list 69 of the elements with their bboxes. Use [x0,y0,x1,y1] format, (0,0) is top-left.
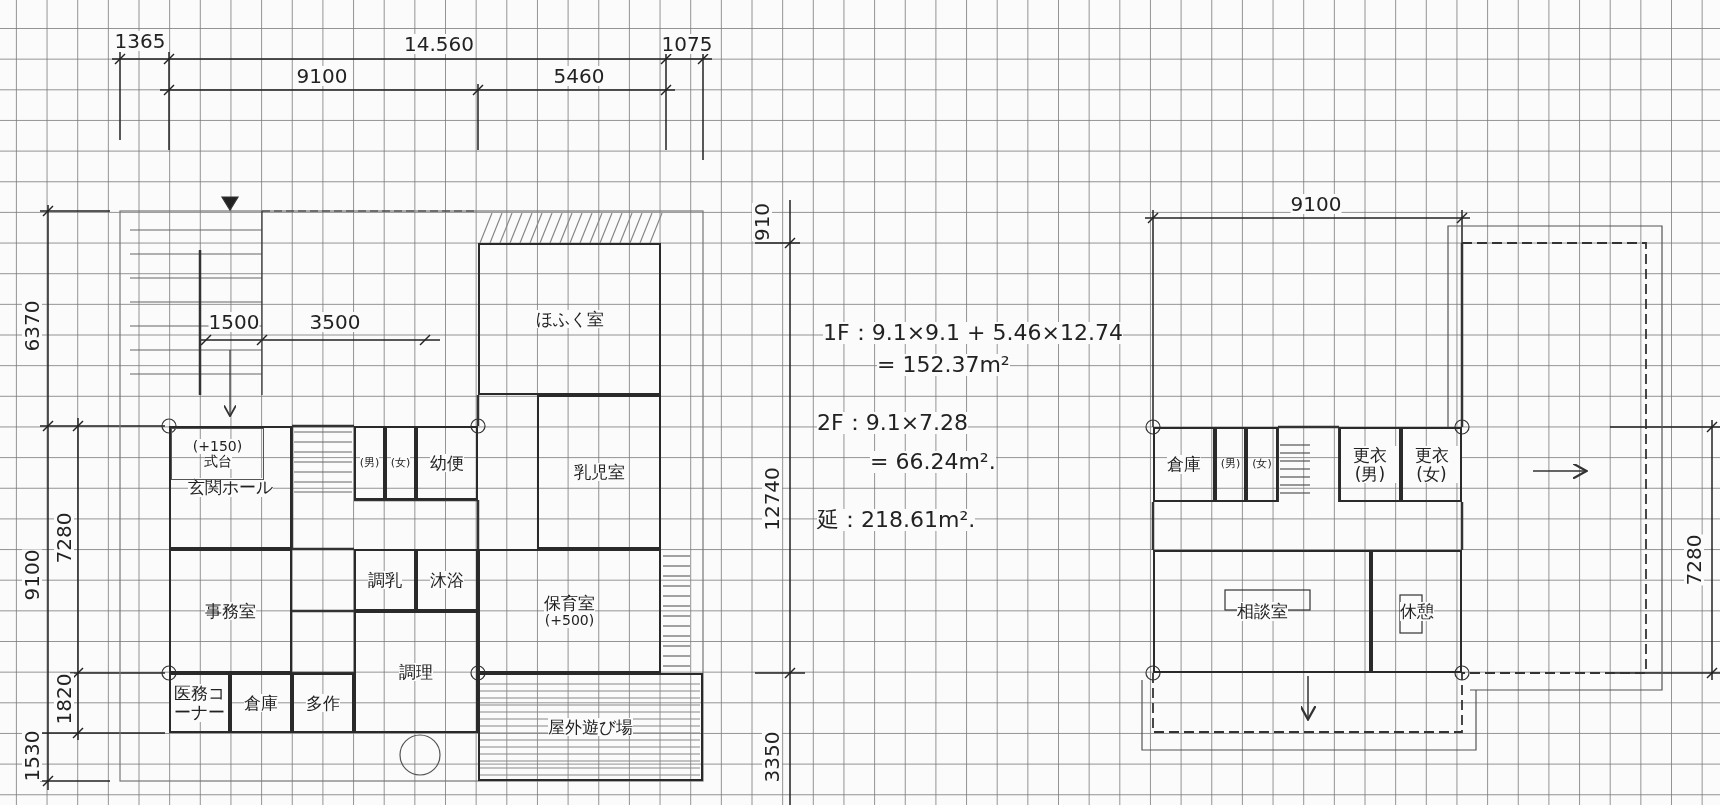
room-name: (男) [1220,458,1241,471]
room [537,395,661,549]
room-name: 屋外遊び場 [548,717,633,737]
dimension-label: 1365 [114,31,166,51]
room [416,426,478,500]
dimension-label: 3500 [309,312,361,332]
room [169,426,292,549]
room [1339,427,1401,502]
room-name: 更衣(男) [1341,445,1399,484]
dimension-label: 9100 [22,549,42,601]
room [1153,550,1371,673]
area-calculation: = 66.24m². [870,451,996,473]
room-name: (女) [1252,458,1272,471]
room-name: ほふく室 [535,309,604,329]
room-name: 更衣(女) [1403,445,1460,484]
room-name: 医務コーナー [171,684,228,722]
dimension-label: 9100 [1290,194,1342,214]
dimension-label: 9100 [296,66,348,86]
room-name: 式台 [203,454,232,470]
room-name: (+150) [192,438,243,454]
room-name: 幼便 [430,453,464,473]
room-name: 玄関ホール [188,478,273,497]
room-name: 倉庫 [1167,455,1201,474]
dimension-label: 6370 [22,300,42,352]
area-calculation: 2F：9.1×7.28 [817,412,969,434]
dimension-label: 12740 [762,467,782,531]
room [354,426,385,500]
area-calculation: = 152.37m² [877,354,1010,376]
dimension-label: 1500 [208,312,260,332]
room [478,549,661,673]
room [478,673,703,781]
room [1371,550,1462,673]
dimension-label: 1820 [54,673,74,725]
room-name: 休憩 [1399,602,1434,621]
room [354,611,478,733]
room [169,673,230,733]
room [169,549,292,673]
room-name: 乳児室 [573,462,625,482]
dimension-label: 7280 [54,512,74,564]
room-name: 保育室 [544,593,595,613]
dimension-label: 7280 [1684,534,1704,586]
room-name: 倉庫 [244,693,278,713]
area-calculation: 延：218.61m². [817,509,976,531]
dimension-label: 910 [752,202,772,242]
room-name: 事務室 [205,601,256,621]
room [354,549,416,611]
room-name: (男) [359,456,380,470]
room [1401,427,1462,502]
room [478,243,661,395]
room-name: (女) [390,456,411,470]
room [1153,427,1215,502]
room-name: 調乳 [368,570,402,590]
room-name: 多作 [306,693,340,713]
room [171,428,264,480]
dimension-label: 14.560 [404,34,474,54]
dimension-label: 1075 [661,34,713,54]
room [230,673,292,733]
dimension-label: 5460 [553,66,605,86]
room [385,426,416,500]
room [1246,427,1278,502]
dimension-label: 1530 [22,730,42,782]
room [416,549,478,611]
area-calculation: 1F：9.1×9.1 + 5.46×12.74 [823,322,1123,344]
room [1215,427,1246,502]
room [292,673,354,733]
dimension-label: 3350 [762,731,782,783]
room-name: 沐浴 [430,570,464,590]
room-name: 相談室 [1236,602,1288,621]
room-name: 調理 [399,662,433,682]
